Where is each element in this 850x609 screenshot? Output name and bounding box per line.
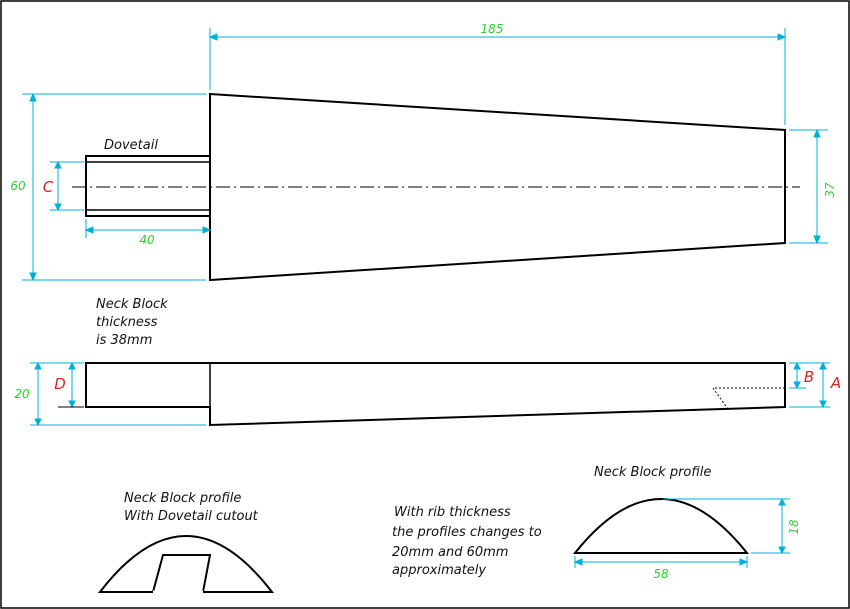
dimension-d xyxy=(68,361,76,409)
dimension-60 xyxy=(22,92,206,282)
svg-text:20mm and 60mm: 20mm and 60mm xyxy=(392,545,508,560)
dimension-185-label: 185 xyxy=(481,22,504,36)
letter-d: D xyxy=(54,375,66,393)
side-view-hidden-line xyxy=(712,387,785,410)
svg-text:the profiles changes to: the profiles changes to xyxy=(392,525,542,540)
dimension-58-label: 58 xyxy=(653,567,669,581)
dimension-a xyxy=(789,361,830,409)
svg-text:approximately: approximately xyxy=(392,563,486,578)
dimension-37-label: 37 xyxy=(823,182,837,198)
dimension-c xyxy=(50,160,84,212)
dimension-185 xyxy=(208,28,787,125)
dimension-40 xyxy=(84,219,212,238)
rib-note: With rib thickness the profiles changes … xyxy=(392,505,542,578)
top-view: 185 60 C 40 37 xyxy=(10,22,837,282)
dimension-20-label: 20 xyxy=(14,387,30,401)
dimension-b xyxy=(789,361,806,390)
letter-b: B xyxy=(804,368,814,386)
top-view-body xyxy=(209,92,786,282)
svg-text:With Dovetail cutout: With Dovetail cutout xyxy=(124,509,259,524)
side-view: 20 D B A xyxy=(14,361,841,427)
dimension-40-label: 40 xyxy=(139,233,155,247)
cutout-profile: Neck Block profile With Dovetail cutout xyxy=(97,491,275,594)
dimension-60-label: 60 xyxy=(10,179,26,193)
dimension-18 xyxy=(663,497,790,555)
svg-text:thickness: thickness xyxy=(96,315,158,330)
svg-text:Neck Block profile: Neck Block profile xyxy=(124,491,241,506)
svg-text:Neck Block: Neck Block xyxy=(96,297,168,312)
dimension-20 xyxy=(30,361,206,427)
dimension-18-label: 18 xyxy=(787,519,801,535)
svg-text:With rib thickness: With rib thickness xyxy=(394,505,511,520)
top-view-dovetail xyxy=(85,155,210,217)
dovetail-cutout xyxy=(152,554,212,593)
letter-c: C xyxy=(43,178,54,196)
neck-block-profile: Neck Block profile 18 58 xyxy=(572,465,801,581)
letter-a: A xyxy=(830,374,841,392)
profile-shape xyxy=(572,498,750,554)
cutout-profile-shape xyxy=(97,535,275,593)
dimension-37 xyxy=(789,128,828,245)
profile-title: Neck Block profile xyxy=(594,465,711,480)
side-view-body xyxy=(85,362,786,427)
thickness-note: Neck Block thickness is 38mm xyxy=(96,297,168,348)
svg-text:is 38mm: is 38mm xyxy=(96,333,152,348)
dovetail-note: Dovetail xyxy=(104,138,158,153)
dimension-58 xyxy=(573,556,749,568)
